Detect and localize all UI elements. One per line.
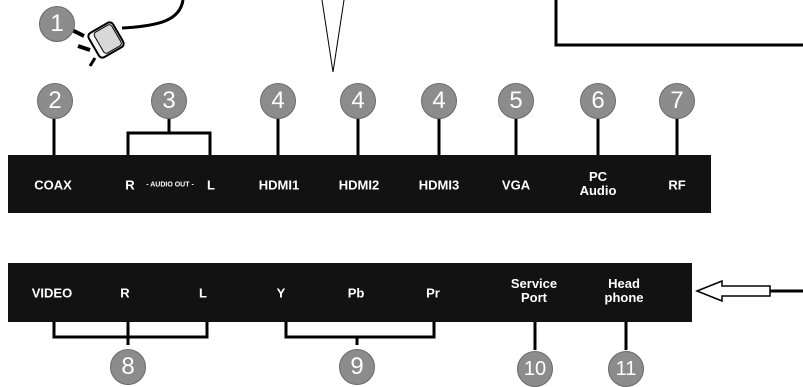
hdmi3-label: HDMI3 [418,177,460,193]
pb-label: Pb [347,285,365,301]
callout-4-hdmi3-badge: 4 [421,83,457,119]
pointer-cone [321,0,345,73]
audio-r-label: R [125,177,135,193]
callout-8-badge: 8 [110,349,146,385]
audio-l-label: L [207,177,215,193]
side-arrow-icon [694,279,803,303]
hdmi1-label: HDMI1 [258,177,300,193]
pr-label: Pr [426,285,440,301]
callout-10-badge: 10 [517,351,553,387]
callout-5-badge: 5 [498,83,534,119]
callout-6-badge: 6 [580,83,616,119]
pc-audio-label: PC Audio [579,169,617,198]
tv-outline [554,0,803,47]
y-label: Y [276,285,286,301]
headphone-label: Head phone [604,276,644,305]
coax-label: COAX [34,177,72,193]
callout-1-badge: 1 [39,6,75,42]
audio-in-l-label: L [199,285,207,301]
service-port-label: Service Port [510,276,558,305]
vga-label: VGA [501,177,531,193]
callout-9-badge: 9 [339,349,375,385]
callout-4-hdmi1-badge: 4 [260,83,296,119]
bottom-leaders [52,322,628,350]
video-label: VIDEO [31,285,73,301]
bottom-connector-panel [8,263,692,322]
callout-2-badge: 2 [37,83,73,119]
top-connector-panel [8,155,711,213]
audio-out-label: - AUDIO OUT - [146,181,194,189]
callout-7-badge: 7 [659,83,695,119]
rf-label: RF [668,177,686,193]
top-leaders [52,118,679,155]
hdmi2-label: HDMI2 [338,177,380,193]
audio-in-r-label: R [120,285,130,301]
power-plug-icon [71,0,185,67]
callout-11-badge: 11 [608,351,644,387]
callout-3-badge: 3 [151,83,187,119]
callout-4-hdmi2-badge: 4 [340,83,376,119]
